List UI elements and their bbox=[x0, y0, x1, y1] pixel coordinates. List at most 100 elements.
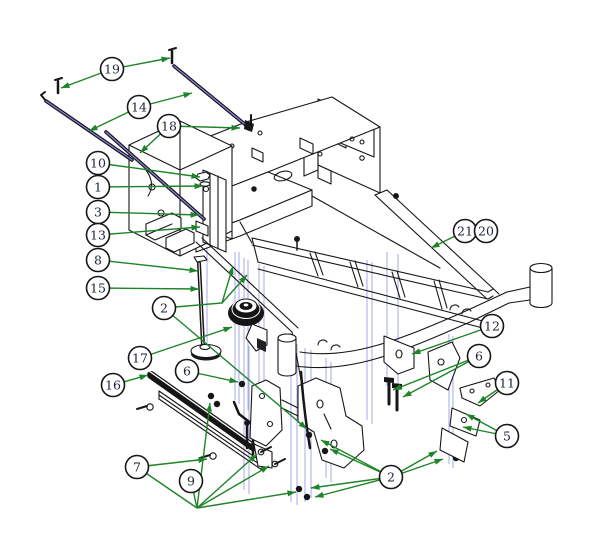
balloon-number: 19 bbox=[104, 62, 120, 77]
balloon-11: 11 bbox=[494, 370, 520, 396]
balloon-number: 16 bbox=[105, 378, 121, 393]
leader-arrowhead bbox=[393, 384, 403, 390]
leader-arrowhead bbox=[190, 285, 199, 292]
leader-line bbox=[97, 226, 201, 236]
balloon-20: 20 bbox=[473, 218, 499, 244]
leader-arrowhead bbox=[412, 348, 422, 355]
leader-line bbox=[196, 453, 258, 509]
leader-arrowhead bbox=[231, 124, 240, 131]
leader-line bbox=[139, 326, 233, 359]
leader-arrowhead bbox=[431, 241, 440, 248]
rear-rail bbox=[374, 194, 488, 300]
leader-line bbox=[163, 307, 308, 430]
balloon-8: 8 bbox=[85, 247, 111, 273]
leader-arrowhead bbox=[478, 395, 487, 403]
idler-pulley bbox=[228, 298, 268, 352]
leader-arrowhead bbox=[330, 449, 339, 456]
leader-line bbox=[320, 439, 392, 478]
balloon-number: 1 bbox=[94, 180, 102, 195]
hex-bolts bbox=[384, 377, 402, 412]
balloon-number: 14 bbox=[131, 100, 147, 115]
spindle-shaft bbox=[190, 255, 222, 361]
balloon-number: 10 bbox=[90, 156, 106, 171]
leader-arrowhead bbox=[191, 172, 200, 179]
balloon-number: 12 bbox=[484, 319, 500, 334]
leader-arrowhead bbox=[89, 124, 98, 131]
leader-arrowhead bbox=[403, 390, 412, 397]
balloon-number: 13 bbox=[90, 228, 106, 243]
balloon-21: 21 bbox=[452, 218, 478, 244]
leader-arrowhead bbox=[229, 377, 238, 384]
balloon-number: 2 bbox=[387, 470, 395, 485]
balloon-number: 7 bbox=[133, 460, 141, 475]
leader-line bbox=[196, 465, 270, 509]
front-tube bbox=[277, 262, 553, 391]
leader-line bbox=[411, 325, 493, 355]
pivot-bolt bbox=[195, 171, 211, 182]
balloon-2: 2 bbox=[378, 464, 404, 490]
leader-arrowhead bbox=[190, 211, 199, 218]
balloon-19: 19 bbox=[99, 56, 125, 82]
leader-arrowhead bbox=[466, 414, 475, 421]
leader-arrowhead bbox=[428, 451, 437, 458]
leader-line bbox=[402, 355, 480, 398]
balloon-number: 5 bbox=[503, 429, 511, 444]
leader-arrowhead bbox=[161, 56, 170, 63]
leader-arrowhead bbox=[61, 82, 71, 88]
leader-arrowhead bbox=[321, 440, 330, 447]
leader-arrowhead bbox=[227, 266, 234, 276]
leader-arrowhead bbox=[183, 92, 192, 99]
leader-arrowhead bbox=[260, 466, 269, 473]
balloon-number: 8 bbox=[94, 253, 102, 268]
leader-line bbox=[310, 476, 392, 489]
hanger-brackets bbox=[249, 370, 365, 469]
balloon-number: 6 bbox=[475, 349, 483, 364]
leader-arrowhead bbox=[433, 458, 443, 465]
leader-arrowhead bbox=[222, 326, 232, 333]
caster-pivot-bracket bbox=[195, 169, 227, 253]
balloon-number: 6 bbox=[183, 364, 191, 379]
balloon-number: 17 bbox=[132, 351, 148, 366]
balloon-number: 2 bbox=[160, 301, 168, 316]
leader-arrowhead bbox=[140, 145, 149, 153]
leader-line bbox=[196, 491, 297, 509]
balloon-15: 15 bbox=[85, 275, 111, 301]
end-cylinder bbox=[529, 262, 553, 274]
balloon-9: 9 bbox=[178, 468, 204, 494]
balloon-14: 14 bbox=[126, 94, 152, 120]
leader-arrowhead bbox=[287, 490, 296, 497]
leader-arrowhead bbox=[189, 267, 198, 274]
leader-arrowhead bbox=[239, 275, 247, 284]
balloon-2: 2 bbox=[151, 295, 177, 321]
caster-support-bracket bbox=[383, 335, 415, 375]
leader-arrowhead bbox=[315, 491, 324, 498]
leader-arrowhead bbox=[311, 483, 320, 490]
balloon-6: 6 bbox=[174, 358, 200, 384]
carriage-bolt bbox=[209, 452, 217, 460]
balloon-1: 1 bbox=[85, 174, 111, 200]
leader-line bbox=[314, 476, 392, 498]
balloon-7: 7 bbox=[124, 454, 150, 480]
leader-arrowhead bbox=[194, 183, 203, 190]
balloon-number: 11 bbox=[499, 376, 515, 391]
leader-line bbox=[97, 211, 200, 216]
carriage-bolt bbox=[146, 403, 154, 411]
balloon-3: 3 bbox=[85, 199, 111, 225]
frame-artwork bbox=[40, 47, 553, 501]
leader-arrowhead bbox=[298, 421, 307, 429]
balloon-12: 12 bbox=[479, 313, 505, 339]
balloon-number: 20 bbox=[478, 224, 494, 239]
leader-line bbox=[392, 355, 480, 391]
balloon-5: 5 bbox=[494, 423, 520, 449]
balloon-16: 16 bbox=[100, 372, 126, 398]
balloon-13: 13 bbox=[85, 222, 111, 248]
balloon-number: 21 bbox=[457, 224, 473, 239]
balloon-number: 9 bbox=[187, 474, 195, 489]
leader-line bbox=[97, 185, 204, 188]
balloon-number: 15 bbox=[90, 281, 106, 296]
leader-line bbox=[97, 259, 199, 272]
leader-arrowhead bbox=[248, 454, 257, 462]
